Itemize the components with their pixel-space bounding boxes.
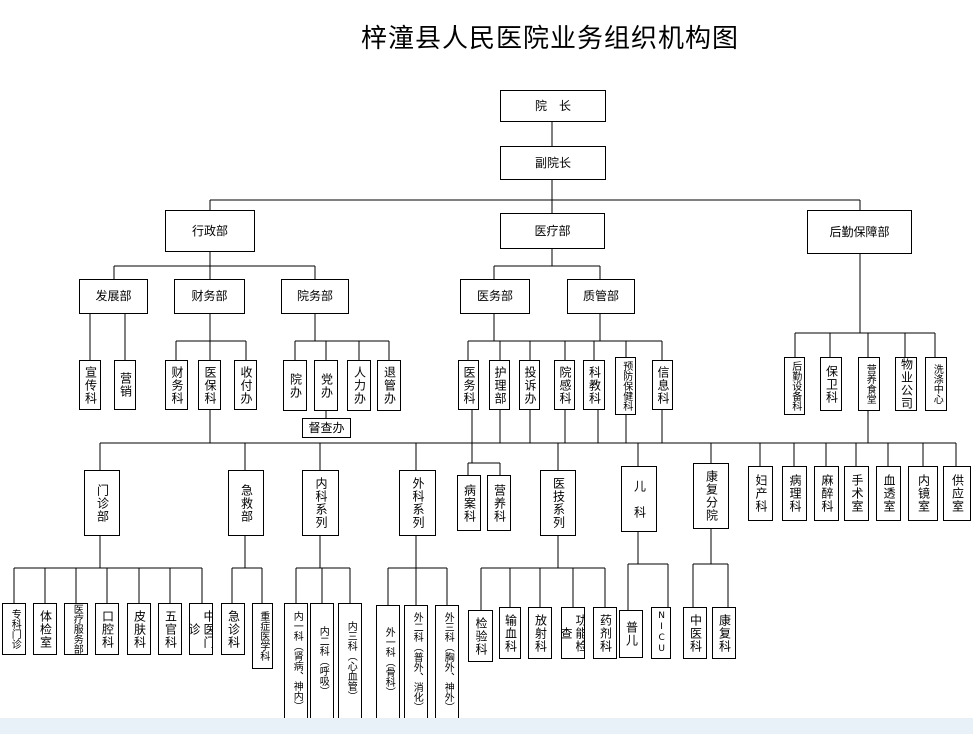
general-pediatrics-box: 普儿 [619,610,643,658]
internal-1-box: 内一科（肾病、神内） [284,603,308,719]
stomatology-box: 口腔科 [95,603,119,655]
outpatient-box: 门诊部 [84,470,120,536]
publicity-box: 宣传科 [79,360,101,410]
medical-service-box: 医疗服务部 [64,603,88,655]
nursing-dept-box: 护理部 [489,360,510,410]
nutrition-canteen-box: 营养食堂 [858,357,880,411]
specialist-clinic-box: 专科门诊 [2,603,26,655]
ent-box: 五官科 [158,603,182,655]
function-exam-box: 功能检查 [561,607,585,659]
internal-2-box: 内二科（呼吸） [310,603,334,719]
supervision-office-box: 督查办 [302,418,351,438]
infection-section-box: 院感科 [554,360,575,410]
rehab-section-box: 康复科 [712,607,736,659]
dermatology-box: 皮肤科 [127,603,151,655]
obgyn-box: 妇产科 [748,466,773,521]
pediatrics-box: 儿 科 [621,466,657,532]
education-section-box: 科教科 [583,360,605,410]
critical-care-box: 重症医学科 [252,603,273,669]
retirement-office-box: 退管办 [377,360,401,411]
laundry-center-box: 洗涤中心 [925,357,947,411]
endoscopy-box: 内镜室 [908,466,938,521]
pharmacy-box: 药剂科 [593,607,617,659]
prevention-section-box: 预防保健科 [615,357,636,415]
security-box: 保卫科 [820,357,842,411]
logistics-dept-box: 后勤保障部 [807,210,912,254]
chart-title: 梓潼县人民医院业务组织机构图 [360,24,739,54]
internal-med-box: 内科系列 [302,470,339,536]
development-dept-box: 发展部 [79,279,148,314]
rehab-branch-box: 康复分院 [693,463,729,529]
medical-affairs-dept-box: 医务部 [460,279,530,314]
supply-room-box: 供应室 [943,466,971,521]
property-company-box: 物业公司 [895,357,917,411]
president-box: 院 长 [500,90,606,122]
nicu-box: NICU [651,607,671,659]
hospital-affairs-dept-box: 院务部 [281,279,349,314]
medical-tech-box: 医技系列 [540,470,576,536]
hr-office-box: 人力办 [347,360,371,411]
surgery-2-box: 外二科（普外、消化） [404,605,428,719]
surgery-3-box: 外三科（胸外、神外） [435,605,459,719]
surgery-1-box: 外一科（骨科） [376,605,400,719]
hospital-office-box: 院办 [283,360,307,411]
surgery-box: 外科系列 [399,470,436,536]
internal-3-box: 内三科（心血管） [338,603,362,719]
radiology-box: 放射科 [528,607,552,659]
tcm-clinic-box: 中医门诊 [189,603,213,655]
info-section-box: 信息科 [652,360,673,410]
emergency-clinic-box: 急诊科 [221,603,245,655]
pathology-case-box: 病案科 [457,475,481,531]
party-office-box: 党办 [314,360,338,411]
finance-section-box: 财务科 [165,360,188,410]
quality-dept-box: 质管部 [567,279,635,314]
logistics-equipment-box: 后勤设备科 [784,357,805,415]
collection-office-box: 收付办 [234,360,257,410]
laboratory-box: 检验科 [468,610,493,662]
nutrition-section-box: 营养科 [487,475,511,531]
pathology-box: 病理科 [782,466,807,521]
dialysis-box: 血透室 [876,466,901,521]
admin-dept-box: 行政部 [165,210,255,252]
medical-dept-box: 医疗部 [500,213,605,249]
vice-president-box: 副院长 [500,146,606,180]
complaint-office-box: 投诉办 [519,360,540,410]
operating-room-box: 手术室 [844,466,869,521]
finance-dept-box: 财务部 [174,279,245,314]
med-insurance-box: 医保科 [198,360,221,410]
anesthesia-box: 麻醉科 [814,466,839,521]
physical-exam-box: 体检室 [33,603,57,655]
medical-affairs-section-box: 医务科 [458,360,479,410]
emergency-box: 急救部 [228,470,264,536]
footer-strip [0,718,973,734]
marketing-box: 营销 [114,360,136,410]
tcm-section-box: 中医科 [683,607,707,659]
blood-transfusion-box: 输血科 [499,607,521,659]
